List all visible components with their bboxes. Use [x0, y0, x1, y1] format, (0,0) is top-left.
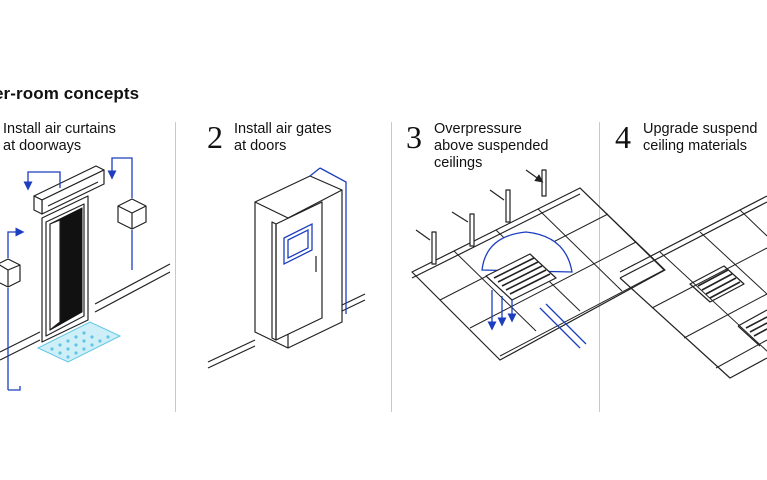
- air-curtain-illustration: [0, 157, 171, 391]
- concept-4-number: 4: [615, 119, 631, 155]
- concept-4-label: Upgrade suspend ceiling materials: [643, 121, 758, 154]
- overpressure-illustration: [411, 169, 666, 361]
- page-title: er-room concepts: [0, 84, 140, 103]
- concept-1-label: Install air curtains at doorways: [3, 121, 116, 154]
- ceiling-materials-illustration: [619, 195, 767, 379]
- concept-2-label: Install air gates at doors: [234, 121, 332, 154]
- concept-2-number: 2: [207, 119, 223, 155]
- concept-3-label: Overpressure above suspended ceilings: [434, 121, 549, 171]
- divider-3: [599, 122, 600, 412]
- divider-1: [175, 122, 176, 412]
- ceiling-grid-2: [651, 209, 767, 369]
- concept-3-number: 3: [406, 119, 422, 155]
- air-gate-illustration: [207, 167, 366, 369]
- mat-pattern: [50, 331, 110, 359]
- divider-2: [391, 122, 392, 412]
